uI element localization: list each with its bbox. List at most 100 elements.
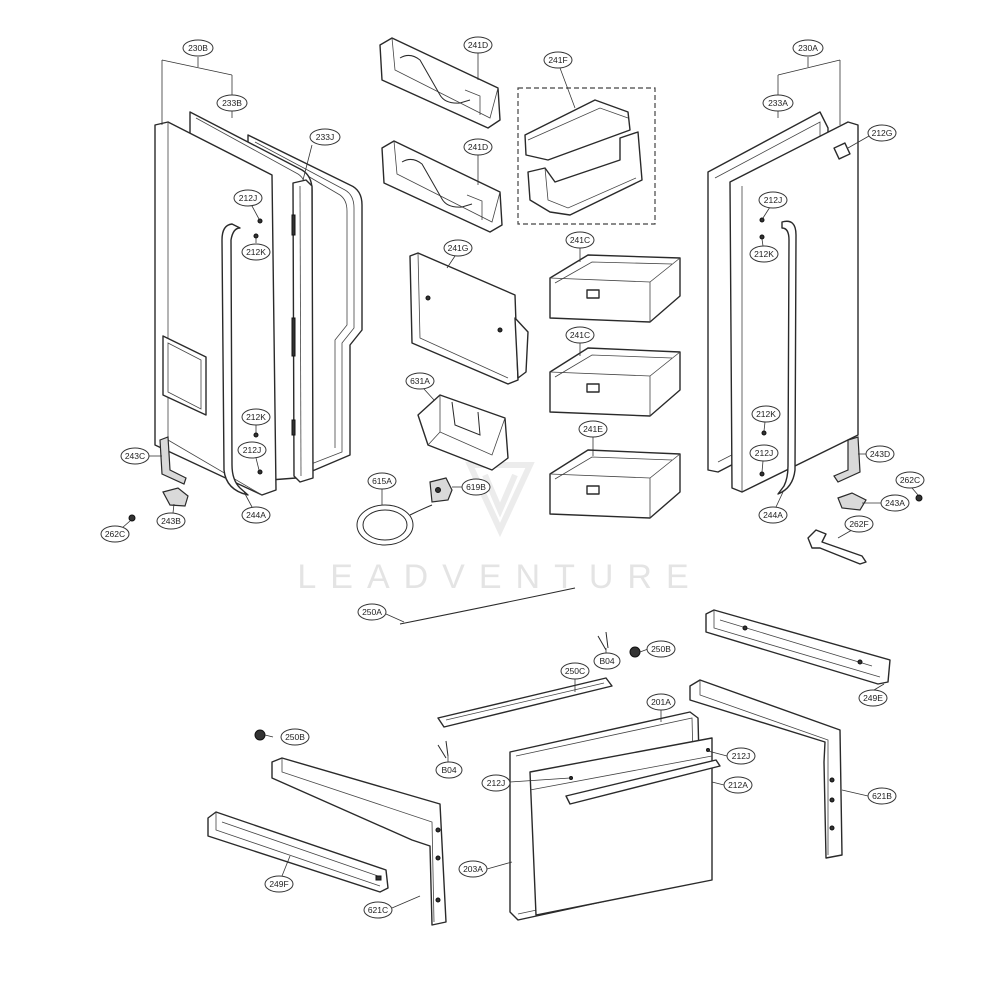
callout-212K-left-top: 212K xyxy=(241,243,271,261)
svg-text:243A: 243A xyxy=(885,498,905,508)
callout-621C: 621C xyxy=(363,901,393,919)
svg-text:212K: 212K xyxy=(756,409,776,419)
svg-text:201A: 201A xyxy=(651,697,671,707)
rod-250A xyxy=(399,587,576,625)
washer-262C-left xyxy=(128,514,136,522)
bracket-621C xyxy=(271,757,447,926)
bin-241C-middle-clip xyxy=(586,383,600,393)
drawer-handle xyxy=(565,759,721,805)
svg-text:212J: 212J xyxy=(755,448,773,458)
callout-249F: 249F xyxy=(264,875,294,893)
svg-text:631A: 631A xyxy=(410,376,430,386)
callout-241G: 241G xyxy=(443,239,473,257)
bracket-621B-hole-2 xyxy=(829,797,835,803)
right-door-callouts: 230A 233A 212G 212J 212K 212K 212J 243D … xyxy=(749,39,925,539)
callout-212K-left-bottom: 212K xyxy=(241,408,271,426)
screw-212K-right-bottom xyxy=(761,430,767,436)
svg-text:262C: 262C xyxy=(900,475,920,485)
svg-text:B04: B04 xyxy=(441,765,456,775)
svg-text:233A: 233A xyxy=(768,98,788,108)
screw-212J-left-top xyxy=(257,218,263,224)
callout-212J-right-top: 212J xyxy=(758,191,788,209)
callout-241C-top: 241C xyxy=(565,231,595,249)
svg-text:230A: 230A xyxy=(798,43,818,53)
svg-text:250B: 250B xyxy=(651,644,671,654)
mullion-clip-top xyxy=(291,214,296,236)
callout-212K-right-bottom: 212K xyxy=(751,405,781,423)
right-door-handle xyxy=(777,220,797,495)
callout-B04-left: B04 xyxy=(435,761,463,779)
valve-619B-port xyxy=(435,487,441,493)
svg-text:241E: 241E xyxy=(583,424,603,434)
tube-615A-coil-inner xyxy=(362,509,408,541)
callout-212J-left-top: 212J xyxy=(233,189,263,207)
drawer-front-212A xyxy=(529,737,713,916)
callout-243A: 243A xyxy=(880,494,910,512)
watermark-text: LEADVENTURE xyxy=(297,558,702,596)
svg-text:241G: 241G xyxy=(448,243,469,253)
mullion-233J xyxy=(292,179,314,483)
screw-212K-left-top xyxy=(253,233,259,239)
svg-text:243B: 243B xyxy=(161,516,181,526)
svg-text:241C: 241C xyxy=(570,330,590,340)
screw-212J-right-top xyxy=(759,217,765,223)
svg-text:262C: 262C xyxy=(105,529,125,539)
callout-212J-left-bottom: 212J xyxy=(237,441,267,459)
bin-241C-top-clip xyxy=(586,289,600,299)
callout-203A: 203A xyxy=(458,860,488,878)
svg-text:212J: 212J xyxy=(243,445,261,455)
slide-249E-hole-1 xyxy=(742,625,748,631)
callout-241D-top: 241D xyxy=(463,36,493,54)
slide-249E xyxy=(705,609,891,685)
panel-241G-hole-right xyxy=(497,327,503,333)
center-callouts: 241D 241D 241F 241G 241C 241C 241E 631A … xyxy=(367,36,608,505)
drawer-assembly xyxy=(207,587,891,926)
callout-244A-right: 244A xyxy=(758,506,788,524)
left-door-assembly xyxy=(128,111,363,522)
hinge-243C xyxy=(159,436,187,485)
svg-text:233B: 233B xyxy=(222,98,242,108)
svg-text:241C: 241C xyxy=(570,235,590,245)
left-door-panel xyxy=(154,121,277,496)
bracket-621C-hole-2 xyxy=(435,855,441,861)
svg-text:621C: 621C xyxy=(368,905,388,915)
callout-230A: 230A xyxy=(792,39,824,57)
screw-212J-left-bottom xyxy=(257,469,263,475)
bracket-621B-hole-1 xyxy=(829,777,835,783)
callout-250B-right: 250B xyxy=(646,640,676,658)
left-door-callouts: 230B 233B 233J 212J 212K 212K 212J 243C … xyxy=(100,39,341,543)
slide-249F xyxy=(207,811,389,893)
callout-619B: 619B xyxy=(461,478,491,496)
panel-241G xyxy=(409,252,519,385)
callout-631A: 631A xyxy=(405,372,435,390)
svg-text:212K: 212K xyxy=(754,249,774,259)
callout-233B: 233B xyxy=(216,94,248,112)
svg-text:B04: B04 xyxy=(599,656,614,666)
callout-241C-middle: 241C xyxy=(565,326,595,344)
watermark-logo xyxy=(465,462,535,538)
svg-text:212J: 212J xyxy=(239,193,257,203)
panel-241G-clip xyxy=(514,317,529,379)
svg-text:241F: 241F xyxy=(548,55,567,65)
callout-212J-right-bottom: 212J xyxy=(749,444,779,462)
callout-250B-left: 250B xyxy=(280,728,310,746)
mullion-clip-bottom xyxy=(291,419,296,436)
bin-241E xyxy=(549,449,681,519)
svg-text:615A: 615A xyxy=(372,476,392,486)
svg-text:243C: 243C xyxy=(125,451,145,461)
callout-249E: 249E xyxy=(858,689,888,707)
slide-249E-hole-2 xyxy=(857,659,863,665)
svg-text:241D: 241D xyxy=(468,40,488,50)
svg-text:250B: 250B xyxy=(285,732,305,742)
bin-241C-middle xyxy=(549,347,681,417)
bin-241C-top xyxy=(549,254,681,323)
callout-230B: 230B xyxy=(182,39,214,57)
callout-615A: 615A xyxy=(367,472,397,490)
callout-243C: 243C xyxy=(120,447,150,465)
screw-212J-drawer-right xyxy=(706,748,710,752)
hinge-243D xyxy=(833,436,861,483)
svg-text:249E: 249E xyxy=(863,693,883,703)
svg-text:250C: 250C xyxy=(565,666,585,676)
svg-text:249F: 249F xyxy=(269,879,288,889)
callout-233A: 233A xyxy=(762,94,794,112)
